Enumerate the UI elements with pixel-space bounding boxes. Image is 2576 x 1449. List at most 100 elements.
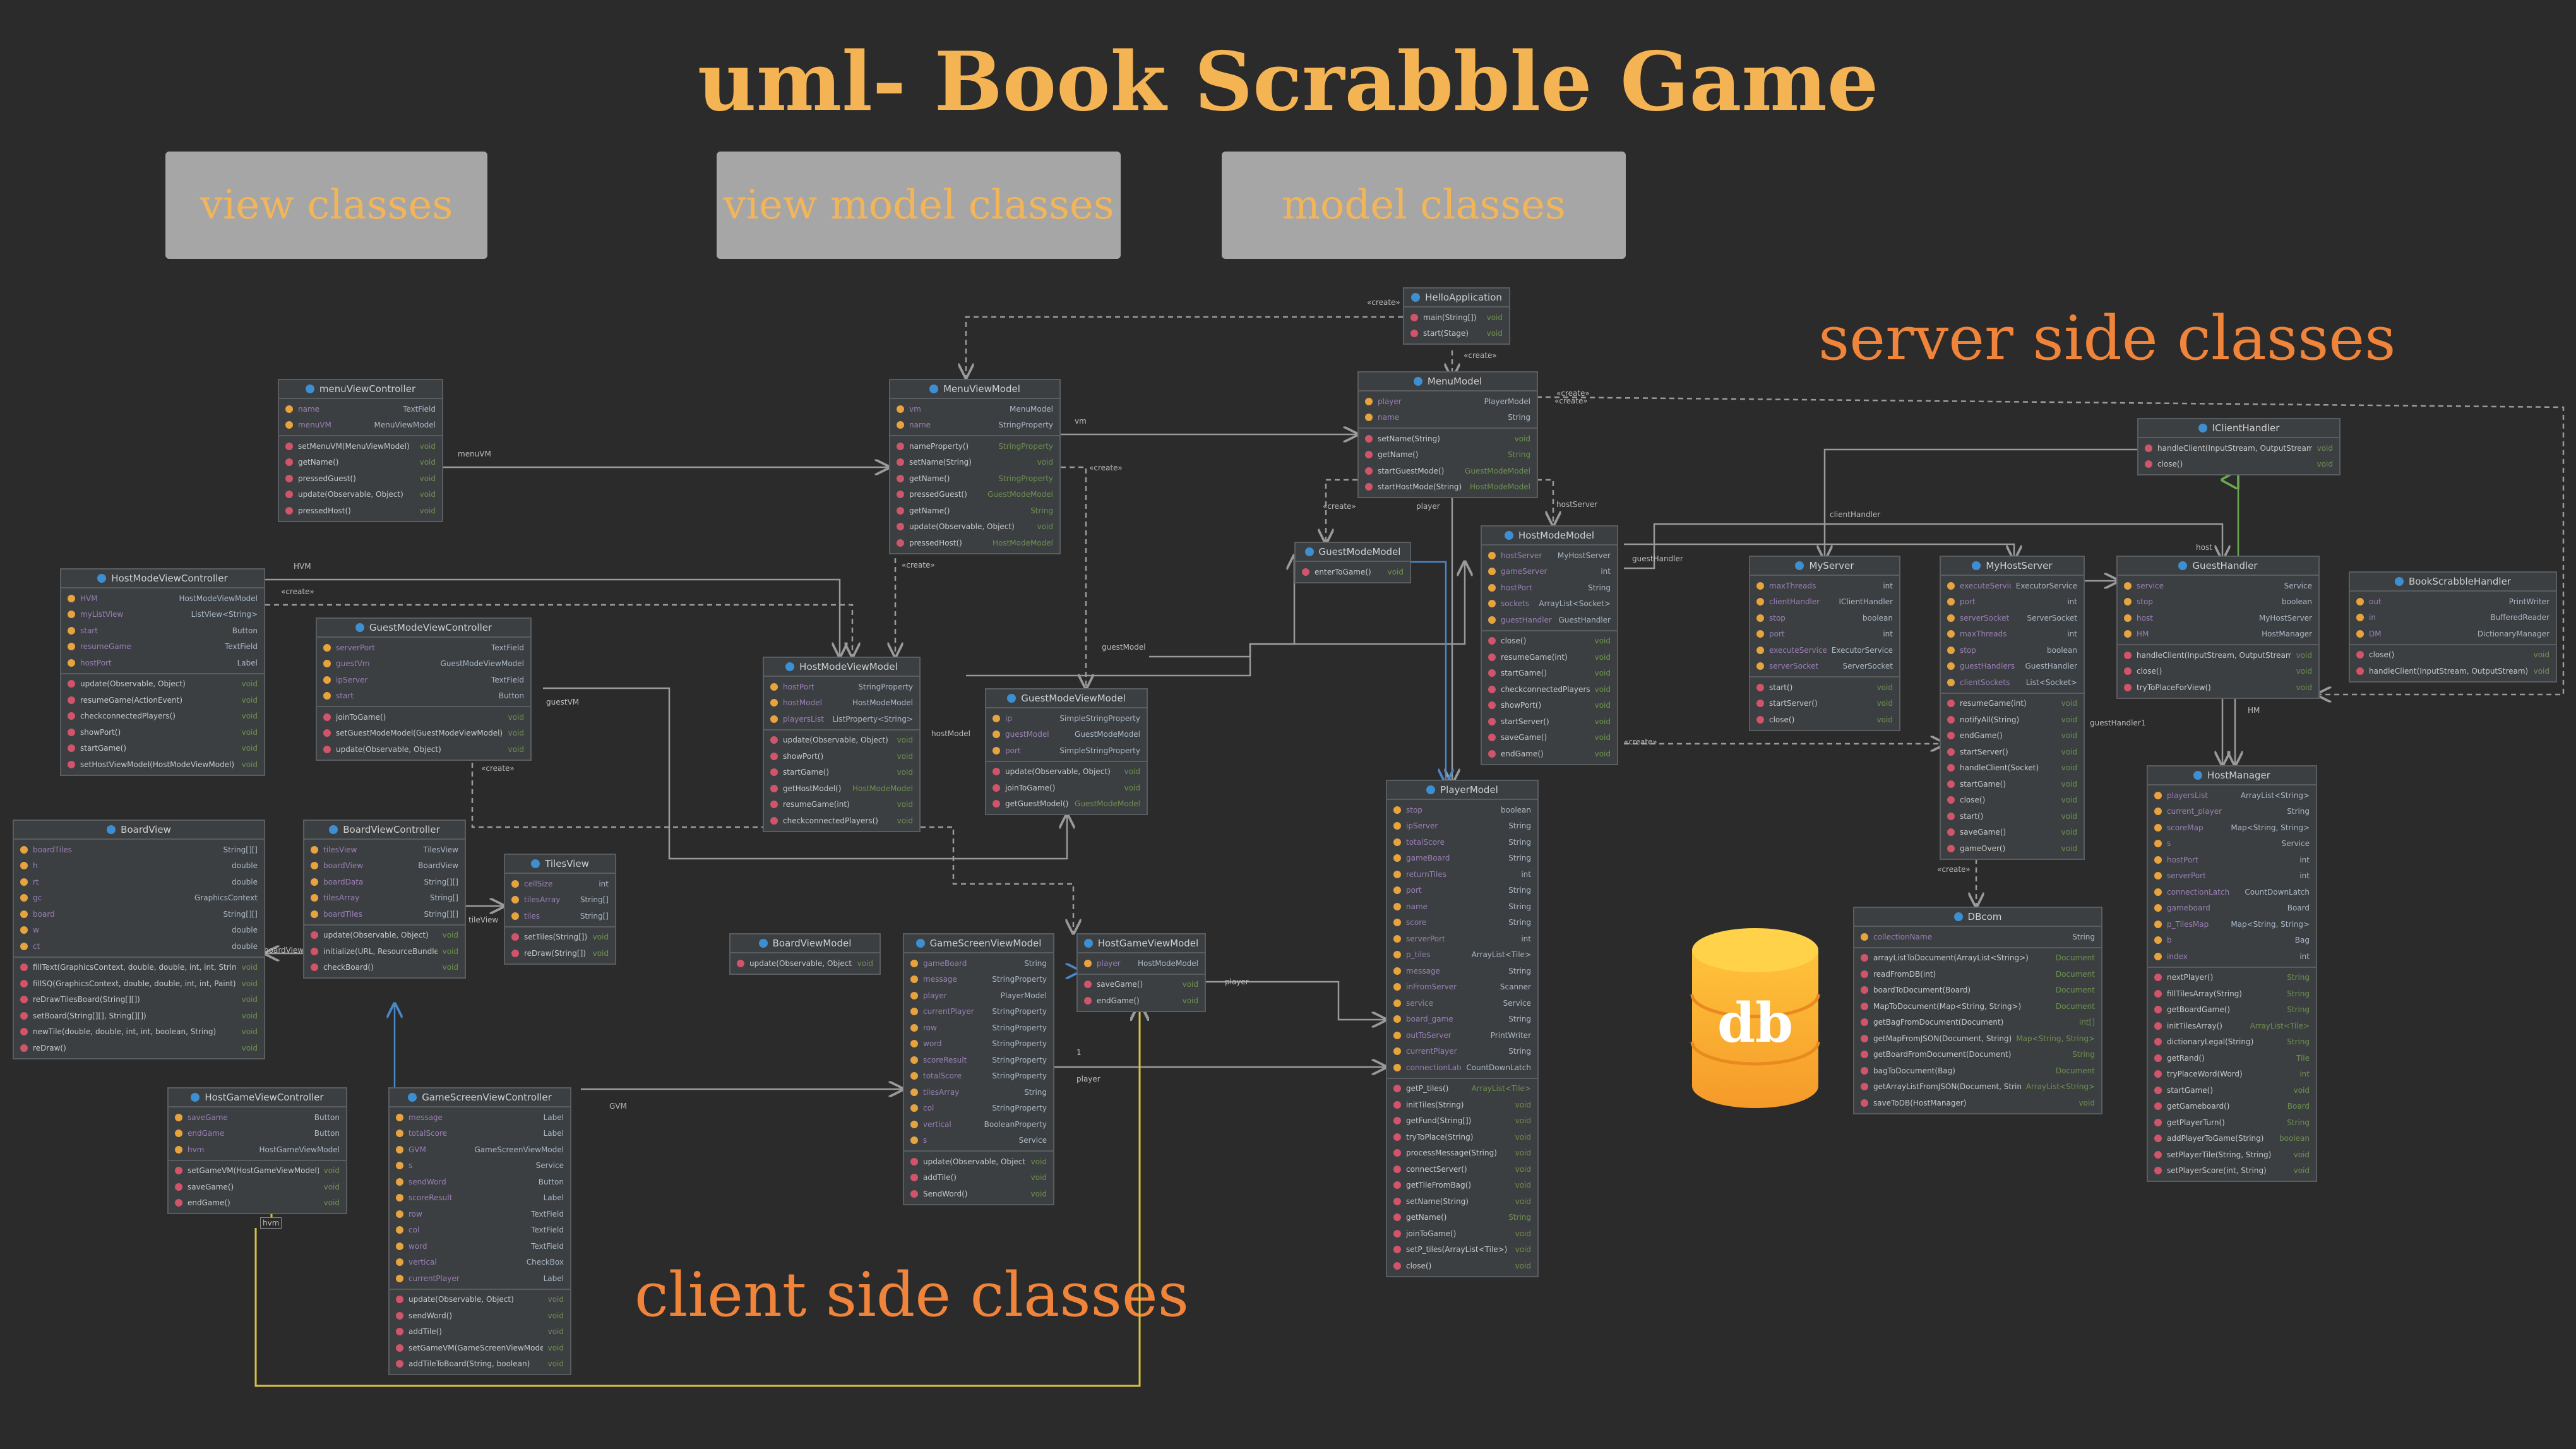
class-MyHostServer[interactable]: MyHostServerexecuteServiceExecutorServic… — [1940, 556, 2085, 860]
method-row[interactable]: showPort()void — [61, 724, 264, 741]
method-row[interactable]: getBoardGame()String — [2148, 1002, 2316, 1018]
method-row[interactable]: reDraw(String[])void — [505, 945, 615, 962]
method-row[interactable]: start()void — [1750, 679, 1899, 696]
method-row[interactable]: resumeGame(int)void — [764, 797, 919, 813]
method-row[interactable]: update(Observable, Object)void — [986, 764, 1147, 780]
method-row[interactable]: update(Observable, Object)void — [730, 955, 880, 972]
method-row[interactable]: resumeGame(int)void — [1941, 696, 2084, 712]
method-row[interactable]: checkconnectedPlayers()void — [1482, 681, 1617, 698]
method-row[interactable]: showPort()void — [1482, 698, 1617, 714]
class-header[interactable]: GuestModeViewController — [317, 619, 530, 638]
method-row[interactable]: enterToGame()void — [1296, 564, 1410, 580]
method-row[interactable]: setTiles(String[])void — [505, 929, 615, 946]
method-row[interactable]: update(Observable, Object)void — [904, 1154, 1053, 1170]
class-header[interactable]: BookScrabbleHandler — [2350, 573, 2556, 592]
class-header[interactable]: PlayerModel — [1387, 781, 1537, 800]
method-row[interactable]: getBagFromDocument(Document)int[] — [1854, 1015, 2101, 1031]
class-header[interactable]: MyHostServer — [1941, 557, 2084, 576]
method-row[interactable]: getMapFromJSON(Document, String)Map<Stri… — [1854, 1030, 2101, 1047]
method-row[interactable]: main(String[])void — [1404, 309, 1509, 326]
method-row[interactable]: joinToGame()void — [986, 780, 1147, 796]
method-row[interactable]: startServer()void — [1941, 744, 2084, 760]
method-row[interactable]: resumeGame(ActionEvent)void — [61, 692, 264, 708]
method-row[interactable]: fillSQ(GraphicsContext, double, double, … — [14, 975, 264, 992]
class-header[interactable]: HostModeViewController — [61, 569, 264, 588]
method-row[interactable]: readFromDB(int)Document — [1854, 966, 2101, 982]
method-row[interactable]: setGameVM(GameScreenViewModel)void — [390, 1340, 570, 1356]
method-row[interactable]: boardToDocument(Board)Document — [1854, 982, 2101, 999]
method-row[interactable]: joinToGame()void — [1387, 1225, 1537, 1242]
class-header[interactable]: MyServer — [1750, 557, 1899, 576]
class-header[interactable]: HostManager — [2148, 766, 2316, 785]
method-row[interactable]: setName(String)void — [890, 455, 1059, 471]
method-row[interactable]: getTileFromBag()void — [1387, 1178, 1537, 1194]
method-row[interactable]: bagToDocument(Bag)Document — [1854, 1063, 2101, 1079]
method-row[interactable]: getBoardFromDocument(Document)String — [1854, 1047, 2101, 1063]
method-row[interactable]: nameProperty()StringProperty — [890, 438, 1059, 455]
method-row[interactable]: getRand()Tile — [2148, 1050, 2316, 1066]
method-row[interactable]: start()void — [1941, 808, 2084, 825]
method-row[interactable]: connectServer()void — [1387, 1161, 1537, 1178]
method-row[interactable]: startGame()void — [764, 765, 919, 781]
class-header[interactable]: MenuModel — [1359, 373, 1537, 391]
method-row[interactable]: setName(String)void — [1359, 431, 1537, 447]
method-row[interactable]: close()void — [1482, 633, 1617, 650]
method-row[interactable]: startGame()void — [61, 741, 264, 757]
method-row[interactable]: startServer()void — [1482, 713, 1617, 730]
method-row[interactable]: addTile()void — [904, 1170, 1053, 1186]
method-row[interactable]: getFund(String[])void — [1387, 1113, 1537, 1130]
method-row[interactable]: saveGame()void — [1941, 825, 2084, 841]
method-row[interactable]: saveToDB(HostManager)void — [1854, 1095, 2101, 1111]
method-row[interactable]: initTilesArray()ArrayList<Tile> — [2148, 1018, 2316, 1034]
method-row[interactable]: update(Observable, Object)void — [764, 732, 919, 749]
method-row[interactable]: setP_tiles(ArrayList<Tile>)void — [1387, 1242, 1537, 1258]
method-row[interactable]: tryToPlace(String)void — [1387, 1129, 1537, 1145]
